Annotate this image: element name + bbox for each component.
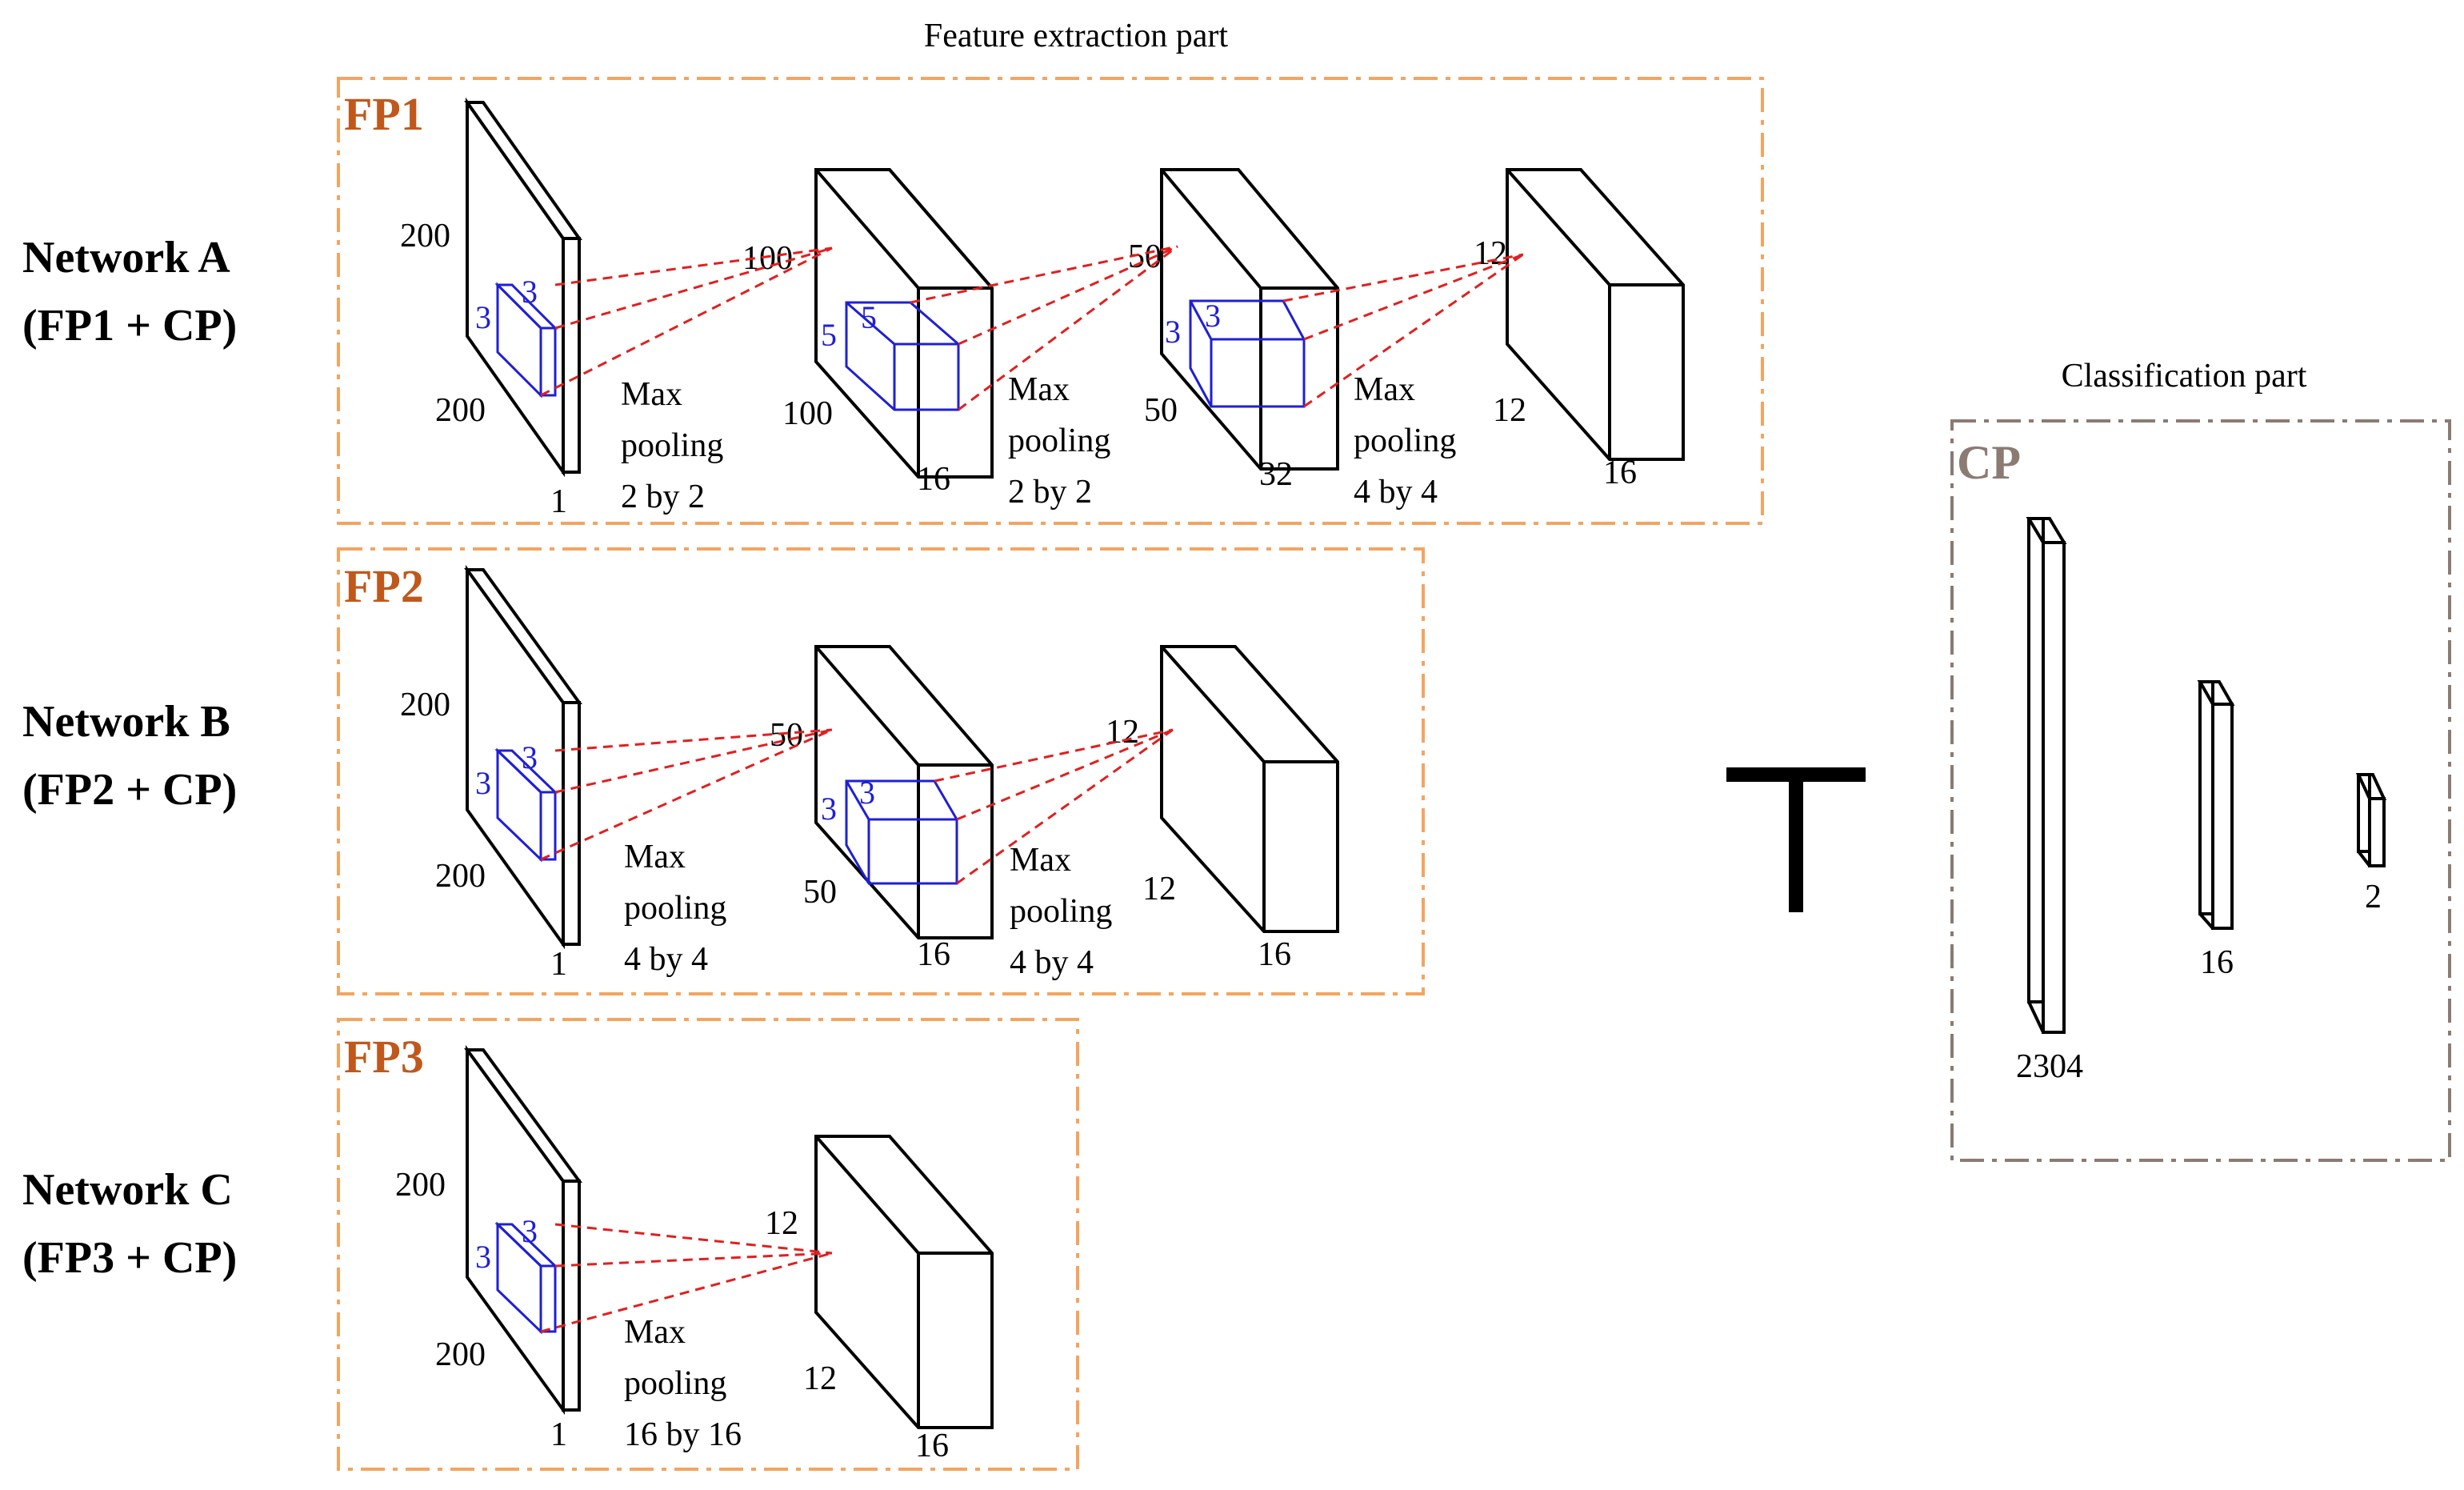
fp3-conv1-depth: 16 — [915, 1428, 949, 1464]
network-a-name: Network A — [22, 233, 230, 282]
fp1-connectors — [540, 245, 1524, 411]
fp1-conv1-layer — [814, 168, 994, 479]
fp2-conv1-depth: 16 — [917, 936, 950, 973]
fp3-connectors — [540, 1223, 833, 1333]
network-a-label: Network A (FP1 + CP) — [22, 233, 237, 350]
network-c-name: Network C — [22, 1165, 233, 1215]
fp1-input-kernel-a: 3 — [475, 299, 491, 335]
fp1-input-kernel-b: 3 — [522, 274, 538, 310]
fp1-input-height: 200 — [400, 218, 450, 254]
fp2-conv1-kernel-a: 3 — [821, 791, 837, 827]
fp3-input-height: 200 — [395, 1167, 446, 1204]
network-b-composition: (FP2 + CP) — [22, 765, 237, 815]
classification-title: Classification part — [2062, 358, 2307, 395]
fp1-pool2-line1: Max — [1008, 371, 1070, 408]
fp1-pool3-line2: pooling — [1354, 423, 1456, 459]
fp3-input-depth: 1 — [550, 1416, 567, 1453]
fp1-conv2-kernel-b: 3 — [1205, 298, 1221, 334]
fp2-conv2-depth: 16 — [1258, 936, 1291, 973]
cp-layer-3-size: 2 — [2365, 879, 2382, 915]
fp2-pool1-line3: 4 by 4 — [624, 941, 708, 978]
fp2-label: FP2 — [344, 560, 424, 612]
fp2-conv1-kernel-b: 3 — [859, 775, 875, 811]
fp3-input-kernel-b: 3 — [522, 1213, 538, 1249]
fp2-pool1-line1: Max — [624, 839, 686, 875]
fp3-label: FP3 — [344, 1031, 424, 1083]
fp2-pool1-line2: pooling — [624, 890, 726, 927]
fp1-conv1-depth: 16 — [917, 461, 950, 498]
fp1-pool1-line1: Max — [621, 376, 682, 413]
fp1-pool3-line1: Max — [1354, 371, 1415, 408]
fp2-conv1-layer — [814, 645, 994, 939]
cp-layer-1-size: 2304 — [2016, 1048, 2083, 1085]
fp2-conv1-height: 50 — [770, 717, 803, 754]
fp2-pool2-line3: 4 by 4 — [1010, 944, 1094, 981]
cp-frame — [1950, 419, 2451, 1162]
fp1-frame — [337, 77, 1764, 525]
fp2-connectors — [540, 728, 1174, 885]
fp3-pool1-line3: 16 by 16 — [624, 1416, 742, 1453]
cp-dense-layer-1 — [2026, 517, 2067, 1034]
fp3-pool1-caption: Max pooling 16 by 16 — [624, 1314, 742, 1453]
fp2-conv2-width: 12 — [1142, 871, 1176, 907]
fp3-frame — [337, 1018, 1079, 1471]
fp1-pool3-caption: Max pooling 4 by 4 — [1354, 371, 1456, 511]
fp1-pool3-line3: 4 by 4 — [1354, 474, 1438, 511]
fp2-pool2-line2: pooling — [1010, 893, 1112, 930]
cp-dense-layer-2 — [2197, 680, 2235, 930]
fp2-input-kernel-a: 3 — [475, 765, 491, 801]
fp1-conv2-kernel-a: 3 — [1165, 314, 1181, 350]
fp1-conv3-layer — [1506, 168, 1685, 461]
cp-label: CP — [1957, 436, 2021, 489]
fp2-input-depth: 1 — [550, 946, 567, 983]
fp2-input-height: 200 — [400, 687, 450, 723]
fp1-input-width: 200 — [435, 392, 486, 429]
fp1-label: FP1 — [344, 88, 424, 140]
network-c-composition: (FP3 + CP) — [22, 1233, 237, 1283]
fp1-pool2-caption: Max pooling 2 by 2 — [1008, 371, 1110, 511]
fp3-conv1-height: 12 — [765, 1205, 798, 1242]
fp1-pool2-line3: 2 by 2 — [1008, 474, 1092, 511]
fp2-input-layer — [464, 564, 582, 950]
fp1-pool2-line2: pooling — [1008, 423, 1110, 459]
fp1-pool1-line3: 2 by 2 — [621, 479, 705, 515]
fp2-frame — [337, 547, 1425, 995]
fp1-conv1-kernel-a: 5 — [821, 317, 837, 353]
fp2-conv2-layer — [1160, 645, 1339, 933]
fp1-pool1-line2: pooling — [621, 427, 723, 464]
fp3-input-width: 200 — [435, 1336, 486, 1373]
fp1-input-depth: 1 — [550, 483, 567, 520]
network-c-label: Network C (FP3 + CP) — [22, 1165, 237, 1283]
fp1-conv2-width: 50 — [1144, 392, 1178, 429]
fp1-conv1-kernel-b: 5 — [861, 299, 877, 335]
fp1-conv3-width: 12 — [1493, 392, 1526, 429]
fp2-conv2-height: 12 — [1106, 714, 1139, 751]
fp2-pool2-caption: Max pooling 4 by 4 — [1010, 842, 1112, 981]
fp2-input-kernel-b: 3 — [522, 739, 538, 775]
fp1-conv2-depth: 32 — [1259, 456, 1293, 493]
network-b-label: Network B (FP2 + CP) — [22, 697, 237, 815]
feature-extraction-title: Feature extraction part — [924, 18, 1228, 54]
fp3-pool1-line1: Max — [624, 1314, 686, 1351]
plus-icon — [1726, 767, 1866, 912]
fp3-input-layer — [464, 1044, 582, 1416]
fp1-conv3-depth: 16 — [1603, 455, 1637, 491]
fp1-pool1-caption: Max pooling 2 by 2 — [621, 376, 723, 515]
network-a-composition: (FP1 + CP) — [22, 301, 237, 350]
cp-dense-layer-3 — [2355, 773, 2387, 867]
fp2-conv1-width: 50 — [803, 874, 837, 911]
fp2-input-width: 200 — [435, 858, 486, 895]
cp-layer-2-size: 16 — [2200, 944, 2234, 981]
fp2-pool2-line1: Max — [1010, 842, 1071, 879]
network-b-name: Network B — [22, 697, 230, 747]
fp3-input-kernel-a: 3 — [475, 1239, 491, 1275]
fp3-pool1-line2: pooling — [624, 1365, 726, 1402]
fp3-conv1-width: 12 — [803, 1360, 837, 1397]
fp1-conv1-width: 100 — [782, 395, 833, 432]
fp3-conv1-layer — [814, 1135, 994, 1429]
fp2-pool1-caption: Max pooling 4 by 4 — [624, 839, 726, 978]
fp1-conv2-layer — [1160, 168, 1339, 471]
